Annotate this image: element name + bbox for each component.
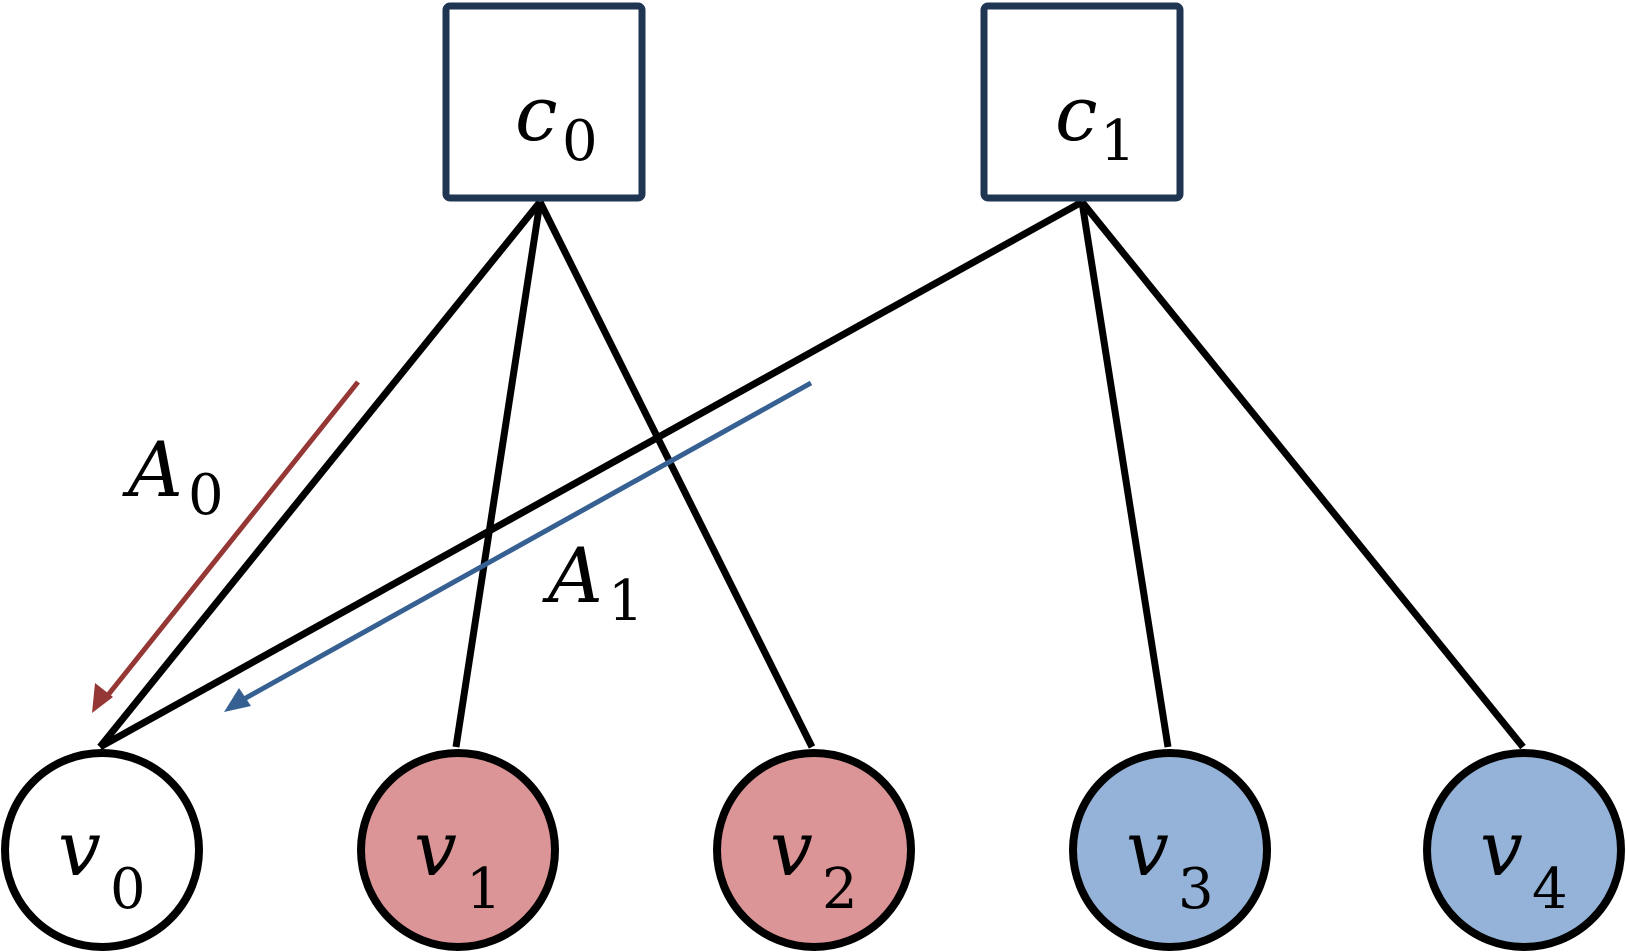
variable-node-v2-sub: 2	[822, 857, 858, 922]
arrow-a1	[242, 380, 813, 702]
check-node-c1: c 1	[980, 2, 1184, 202]
check-node-c0: c 0	[442, 2, 646, 202]
check-node-c1-letter: c	[1055, 69, 1098, 158]
variable-node-v2: v 2	[713, 749, 915, 951]
label-a0-sub: 0	[188, 463, 224, 528]
edge-c0-v1	[452, 201, 544, 748]
edge-c0-v2	[536, 200, 816, 749]
check-node-c1-sub: 1	[1100, 109, 1136, 174]
edge-c1-v0	[98, 198, 1084, 751]
variable-node-v4: v 4	[1423, 749, 1625, 951]
edge-c0-v0	[97, 199, 543, 750]
variable-node-v4-sub: 4	[1532, 857, 1568, 922]
label-a1-letter: A	[542, 531, 603, 620]
label-a1-sub: 1	[608, 569, 644, 634]
variable-node-v1: v 1	[357, 749, 559, 951]
edge-c1-v4	[1079, 199, 1526, 750]
arrow-a1-head	[224, 688, 251, 712]
variable-node-v1-letter: v	[414, 804, 457, 893]
label-a0: A 0	[122, 425, 224, 528]
variable-node-v3: v 3	[1069, 749, 1271, 951]
variable-node-v2-letter: v	[770, 804, 813, 893]
variable-node-v3-sub: 3	[1178, 857, 1214, 922]
arrow-a0-head	[92, 683, 113, 713]
variable-node-v0-sub: 0	[110, 857, 146, 922]
label-a1: A 1	[542, 531, 644, 634]
check-node-c0-sub: 0	[562, 109, 598, 174]
check-node-c0-letter: c	[515, 69, 558, 158]
arrow-a0	[102, 380, 360, 702]
variable-node-v0: v 0	[1, 749, 203, 951]
label-a0-letter: A	[122, 425, 183, 514]
variable-node-v4-letter: v	[1480, 804, 1523, 893]
message-arrows	[92, 380, 813, 713]
edge-c1-v3	[1078, 201, 1172, 748]
variable-node-v0-letter: v	[58, 804, 101, 893]
variable-node-v1-sub: 1	[466, 857, 502, 922]
edges	[97, 198, 1526, 751]
variable-node-v3-letter: v	[1126, 804, 1169, 893]
